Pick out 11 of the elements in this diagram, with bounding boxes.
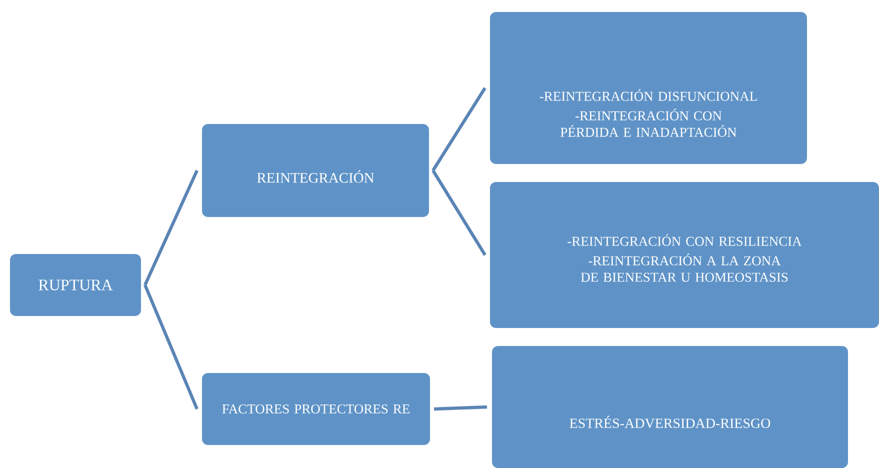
text-box: -REINTEGRACIÓN CON RESILIENCIA -REINTEGRACIÓN A LA ZONA DE BIENESTAR U HOMEOSTASIS [490, 182, 879, 328]
text-box: RUPTURA [10, 254, 141, 316]
text-box: ESTRÉS-ADVERSIDAD-RIESGO [492, 346, 848, 468]
connector-line [432, 87, 486, 172]
connector-line [144, 284, 198, 410]
text-box: FACTORES PROTECTORES RE [202, 373, 430, 445]
connector-line [432, 170, 486, 256]
text-box: REINTEGRACIÓN [202, 124, 429, 217]
text-box: -REINTEGRACIÓN DISFUNCIONAL -REINTEGRACIÓN CON PÉRDIDA E INADAPTACIÓN [490, 12, 807, 164]
connector-line [144, 170, 198, 286]
connector-line [434, 405, 488, 411]
